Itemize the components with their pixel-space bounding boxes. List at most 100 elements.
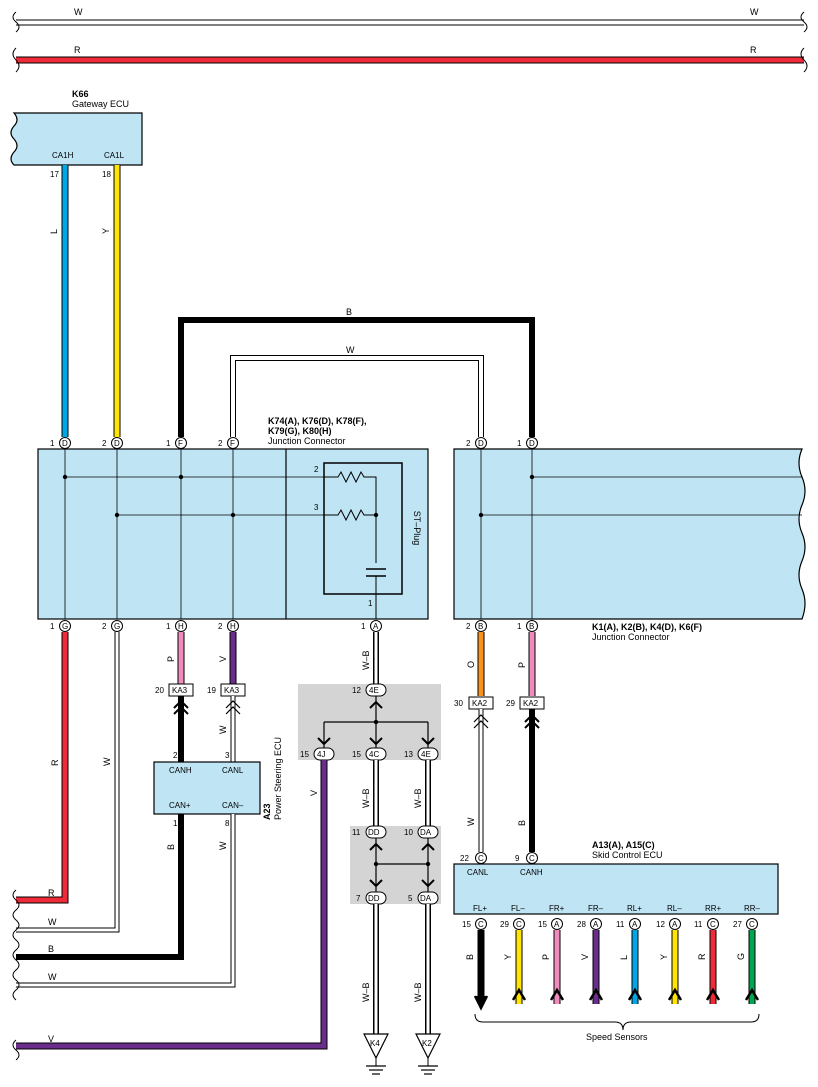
svg-text:KA3: KA3	[172, 686, 188, 695]
sensor-wire-color: R	[697, 953, 707, 960]
svg-text:CANL: CANL	[467, 868, 489, 877]
svg-text:CANH: CANH	[169, 766, 192, 775]
svg-text:DA: DA	[420, 828, 432, 837]
svg-text:12: 12	[352, 686, 361, 695]
gateway-wire1-color: L	[49, 229, 59, 234]
sensor-pin-circle	[629, 918, 641, 930]
sensor-wire-color: B	[465, 954, 475, 960]
jc-right-name: Junction Connector	[592, 632, 670, 642]
sensor-wire-color: V	[580, 954, 590, 960]
svg-text:4J: 4J	[317, 750, 325, 759]
svg-text:G: G	[62, 622, 68, 631]
sensor-arrow	[627, 987, 643, 1001]
sensor-pin-connector: C	[749, 920, 755, 929]
svg-text:DD: DD	[368, 894, 380, 903]
svg-text:W: W	[218, 725, 228, 734]
svg-text:2: 2	[218, 439, 223, 448]
sensor-pin-circle	[551, 918, 563, 930]
sensor-label: RR+	[705, 904, 722, 913]
top-loop-black-label: B	[346, 307, 352, 317]
svg-text:20: 20	[155, 686, 164, 695]
sensor-wire-color: Y	[659, 954, 669, 960]
svg-text:V: V	[48, 1034, 54, 1044]
svg-text:V: V	[309, 790, 319, 796]
gateway-id: K66	[72, 89, 89, 99]
svg-text:H: H	[178, 622, 184, 631]
svg-text:F: F	[178, 439, 183, 448]
sensor-wire-color: Y	[503, 954, 513, 960]
svg-text:R: R	[50, 759, 60, 766]
top-red-bus: R R	[12, 45, 808, 73]
jc-right-bottom: O P 2 B 1 B 30 KA2 29 KA2 W B	[454, 620, 545, 852]
svg-text:9: 9	[515, 854, 520, 863]
sensor-pin-connector: A	[632, 920, 638, 929]
sensor-pin-circle	[590, 918, 602, 930]
svg-text:19: 19	[207, 686, 216, 695]
splice-block-1: 12 4E 15 4J 15 4C 13 4E	[298, 683, 441, 761]
svg-text:2: 2	[218, 622, 223, 631]
sensor-pin-no: 11	[616, 920, 625, 929]
svg-text:2: 2	[102, 622, 107, 631]
sensor-pin-connector: C	[516, 920, 522, 929]
sensor-label: FR+	[549, 904, 565, 913]
sensor-label: FL+	[473, 904, 487, 913]
svg-text:F: F	[230, 439, 235, 448]
gateway-ecu: K66 Gateway ECU CA1H CA1L 17 18	[10, 89, 143, 179]
sensor-pin-no: 29	[500, 920, 509, 929]
svg-text:Skid Control ECU: Skid Control ECU	[592, 850, 663, 860]
svg-text:5: 5	[408, 894, 413, 903]
jc-left-bottom-wires: R W P V W–B	[16, 632, 379, 933]
sensor-label: RL+	[627, 904, 642, 913]
gateway-wires: L Y	[49, 165, 121, 437]
sensor-pin-no: 27	[733, 920, 742, 929]
sensor-label: RR–	[744, 904, 761, 913]
svg-text:B: B	[529, 622, 534, 631]
svg-text:P: P	[517, 662, 527, 668]
sensor-arrow	[705, 987, 721, 1001]
violet-wire-4j: V	[16, 760, 328, 1050]
gateway-pin1-label: CA1H	[52, 151, 74, 160]
sensor-arrow	[744, 987, 760, 1001]
svg-text:A: A	[373, 622, 379, 631]
svg-text:29: 29	[506, 699, 515, 708]
speed-sensors-brace: Speed Sensors	[474, 1013, 760, 1042]
left-edge-labels: R W B W V	[12, 888, 57, 1061]
sensor-pin-connector: A	[593, 920, 599, 929]
svg-text:C: C	[529, 854, 535, 863]
top-loop-wires: B W	[178, 307, 535, 437]
svg-text:15: 15	[352, 750, 361, 759]
sensor-label: RL–	[667, 904, 682, 913]
svg-text:P: P	[166, 656, 176, 662]
svg-text:A23: A23	[262, 803, 272, 820]
svg-text:DA: DA	[420, 894, 432, 903]
svg-text:4E: 4E	[421, 750, 431, 759]
svg-text:B: B	[48, 944, 54, 954]
svg-text:K2: K2	[422, 1039, 432, 1048]
sensor-arrow	[549, 987, 565, 1001]
sensor-pin-no: 11	[694, 920, 703, 929]
sensor-arrow	[588, 987, 604, 1001]
svg-text:W–B: W–B	[361, 982, 371, 1002]
svg-text:13: 13	[404, 750, 413, 759]
jc-left-top-pins: 1 D 2 D 1 F 2 F	[50, 437, 239, 449]
svg-text:1: 1	[50, 439, 55, 448]
svg-text:W–B: W–B	[413, 788, 423, 808]
jc-right-top-pins: 2 D 1 D	[466, 437, 538, 449]
top-loop-white-label: W	[346, 345, 355, 355]
splice-block-2: 11 DD 10 DA 7 DD 5 DA	[350, 825, 441, 905]
sensor-pin-connector: C	[710, 920, 716, 929]
svg-text:4E: 4E	[369, 686, 379, 695]
sensor-pin-no: 12	[656, 920, 665, 929]
gateway-pin2-no: 18	[102, 170, 111, 179]
svg-text:D: D	[478, 439, 484, 448]
svg-text:2: 2	[466, 439, 471, 448]
svg-text:15: 15	[300, 750, 309, 759]
svg-text:W: W	[102, 757, 112, 766]
svg-text:W–B: W–B	[361, 650, 371, 670]
